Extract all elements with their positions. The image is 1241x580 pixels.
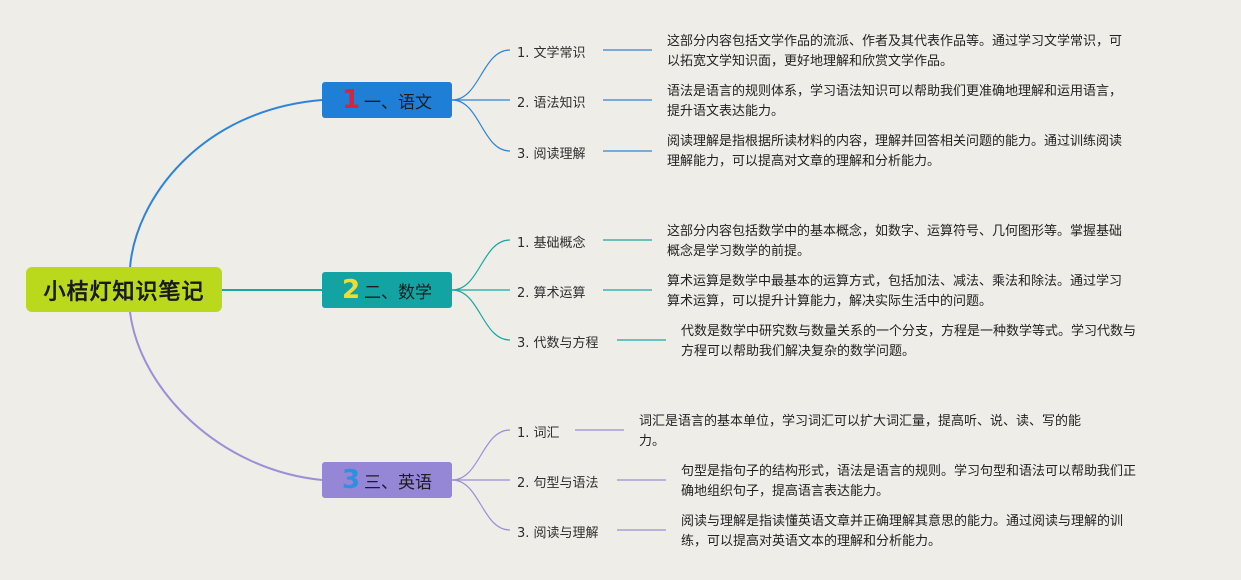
description-line: 提升语文表达能力。 [667,104,785,119]
subtopic-label[interactable]: 2. 语法知识 [517,96,586,111]
branch-label: 一、语文 [364,92,433,113]
description-line: 练，可以提高对英语文本的理解和分析能力。 [681,534,942,549]
branch-to-subtopic-line [451,289,511,341]
description-line: 这部分内容包括数学中的基本概念，如数字、运算符号、几何图形等。掌握基础 [667,224,1123,239]
branch-number: 2 [341,275,361,305]
subtopic-label[interactable]: 1. 文学常识 [517,46,586,61]
branch-number: 1 [341,85,361,115]
branch-node-english[interactable]: 3 三、英语 [322,462,452,498]
description: 阅读理解是指根据所读材料的内容，理解并回答相关问题的能力。通过训练阅读 理解能力… [667,132,1167,172]
description-line: 算术运算，可以提升计算能力，解决实际生活中的问题。 [667,294,993,309]
branch-to-subtopic-line [451,49,511,101]
description-line: 阅读与理解是指读懂英语文章并正确理解其意思的能力。通过阅读与理解的训 [681,514,1124,529]
description-line: 方程可以帮助我们解决复杂的数学问题。 [681,344,916,359]
subtopic-label[interactable]: 2. 句型与语法 [517,476,599,491]
root-to-branch-line [129,99,323,269]
branch-label: 三、英语 [364,472,433,493]
branch-to-subtopic-line [451,239,511,291]
description: 代数是数学中研究数与数量关系的一个分支，方程是一种数学等式。学习代数与 方程可以… [681,322,1181,362]
description: 算术运算是数学中最基本的运算方式，包括加法、减法、乘法和除法。通过学习 算术运算… [667,272,1167,312]
branch-to-subtopic-line [451,479,511,531]
subtopic-label[interactable]: 1. 基础概念 [517,236,586,251]
subtopic-label[interactable]: 1. 词汇 [517,426,560,441]
subtopic-label[interactable]: 2. 算术运算 [517,286,586,301]
branch-to-subtopic-line [451,429,511,481]
description: 这部分内容包括文学作品的流派、作者及其代表作品等。通过学习文学常识，可 以拓宽文… [667,32,1167,72]
description-line: 这部分内容包括文学作品的流派、作者及其代表作品等。通过学习文学常识，可 [667,34,1123,49]
branch-number: 3 [341,465,361,495]
description-line: 句型是指句子的结构形式，语法是语言的规则。学习句型和语法可以帮助我们正 [681,464,1137,479]
description: 这部分内容包括数学中的基本概念，如数字、运算符号、几何图形等。掌握基础 概念是学… [667,222,1167,262]
description-line: 算术运算是数学中最基本的运算方式，包括加法、减法、乘法和除法。通过学习 [667,274,1123,289]
description-line: 阅读理解是指根据所读材料的内容，理解并回答相关问题的能力。通过训练阅读 [667,134,1123,149]
description-line: 概念是学习数学的前提。 [667,244,811,259]
subtopic-label[interactable]: 3. 阅读与理解 [517,526,599,541]
branch-node-math[interactable]: 2 二、数学 [322,272,452,308]
description-line: 以拓宽文学知识面，更好地理解和欣赏文学作品。 [667,54,954,69]
description: 阅读与理解是指读懂英语文章并正确理解其意思的能力。通过阅读与理解的训 练，可以提… [681,512,1181,552]
branch-label: 二、数学 [364,282,433,303]
branch-node-chinese[interactable]: 1 一、语文 [322,82,452,118]
description: 语法是语言的规则体系，学习语法知识可以帮助我们更准确地理解和运用语言， 提升语文… [667,82,1167,122]
description-line: 力。 [639,434,666,449]
description-line: 确地组织句子，提高语言表达能力。 [681,484,890,499]
description: 词汇是语言的基本单位，学习词汇可以扩大词汇量，提高听、说、读、写的能 力。 [639,412,1139,452]
description-line: 理解能力，可以提高对文章的理解和分析能力。 [667,154,941,169]
root-to-branch-line [129,311,323,481]
subtopic-label[interactable]: 3. 代数与方程 [517,336,599,351]
branch-to-subtopic-line [451,99,511,152]
description-line: 词汇是语言的基本单位，学习词汇可以扩大词汇量，提高听、说、读、写的能 [639,414,1082,429]
root-node[interactable]: 小桔灯知识笔记 [26,267,222,312]
description-line: 代数是数学中研究数与数量关系的一个分支，方程是一种数学等式。学习代数与 [681,324,1137,339]
root-title: 小桔灯知识笔记 [43,279,205,305]
subtopic-label[interactable]: 3. 阅读理解 [517,147,586,162]
description: 句型是指句子的结构形式，语法是语言的规则。学习句型和语法可以帮助我们正 确地组织… [681,462,1181,502]
description-line: 语法是语言的规则体系，学习语法知识可以帮助我们更准确地理解和运用语言， [667,84,1123,99]
